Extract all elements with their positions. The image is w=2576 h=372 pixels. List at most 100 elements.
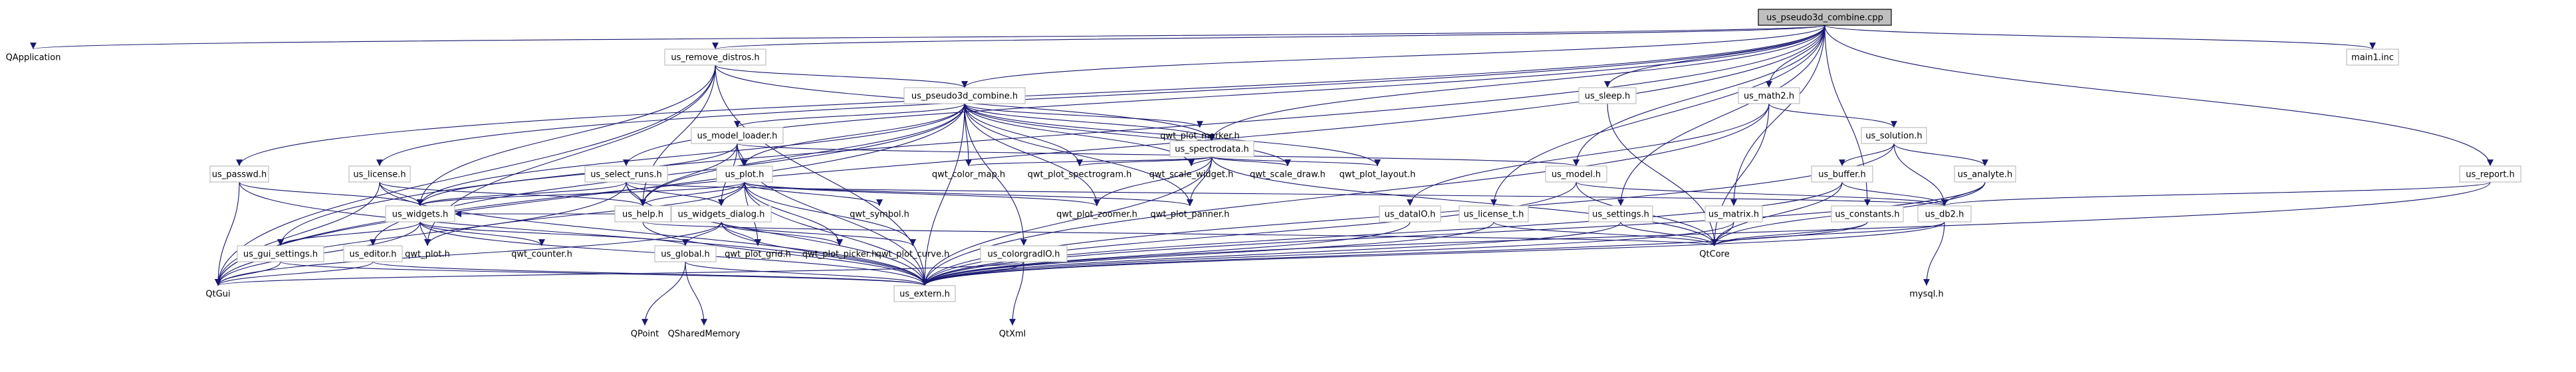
edge-spectro-to-plotlayout bbox=[1211, 156, 1381, 167]
edge-settings-to-qtcore bbox=[1620, 221, 1718, 246]
edge-p3dh-to-plot bbox=[741, 103, 965, 167]
edge-p3dh-to-plotlayout bbox=[964, 103, 1381, 167]
edge-spectro-to-qtcore bbox=[1211, 156, 1718, 246]
node-plotlayout: qwt_plot_layout.h bbox=[1340, 170, 1416, 180]
node-main1[interactable]: main1.inc bbox=[2346, 48, 2399, 66]
edge-loader-to-help bbox=[640, 143, 738, 207]
node-zoomer: qwt_plot_zoomer.h bbox=[1056, 210, 1137, 220]
edge-plot-to-extern bbox=[744, 181, 928, 286]
node-spectrogram: qwt_plot_spectrogram.h bbox=[1028, 170, 1132, 180]
node-box bbox=[671, 205, 772, 223]
edge-plot-to-widgets bbox=[417, 181, 745, 207]
edge-passed-to-widgets bbox=[239, 181, 423, 207]
edge-p3dh-to-panner bbox=[964, 103, 1193, 207]
node-label: qwt_plot_grid.h bbox=[725, 250, 791, 260]
node-label: QPoint bbox=[631, 329, 659, 339]
node-wdialog[interactable]: us_widgets_dialog.h bbox=[671, 205, 772, 223]
node-label: qwt_plot_picker.h bbox=[802, 250, 878, 260]
edge-solution-to-buffer bbox=[1839, 143, 1895, 167]
edge-global-to-extern bbox=[685, 261, 928, 286]
node-box bbox=[1861, 127, 1927, 144]
node-label: QtCore bbox=[1699, 250, 1729, 260]
edge-math2-to-solution bbox=[1768, 103, 1897, 128]
node-box bbox=[2346, 48, 2399, 66]
node-analyte[interactable]: us_analyte.h bbox=[1954, 165, 2016, 183]
node-loader[interactable]: us_model_loader.h bbox=[691, 127, 784, 144]
node-grid: qwt_plot_grid.h bbox=[725, 250, 791, 260]
node-passed[interactable]: us_passwd.h bbox=[209, 165, 269, 183]
edge-remove-to-widgets bbox=[417, 64, 716, 207]
node-label: main1.inc bbox=[2351, 53, 2394, 63]
node-help[interactable]: us_help.h bbox=[614, 205, 671, 223]
edge-remove-to-p3dh bbox=[715, 64, 968, 88]
edge-solution-to-analyte bbox=[1893, 143, 1988, 167]
node-license[interactable]: us_license.h bbox=[348, 165, 411, 183]
node-label: qwt_scale_widget.h bbox=[1149, 170, 1234, 180]
edge-model-to-db2 bbox=[1576, 181, 1948, 207]
node-sleep[interactable]: us_sleep.h bbox=[1578, 87, 1637, 104]
edge-p3dh-to-help bbox=[640, 103, 965, 207]
node-math2[interactable]: us_math2.h bbox=[1738, 87, 1800, 104]
edge-spectro-to-scaledraw bbox=[1211, 156, 1291, 167]
node-select[interactable]: us_select_runs.h bbox=[584, 165, 668, 183]
node-model[interactable]: us_model.h bbox=[1545, 165, 1607, 183]
node-label: us_dataIO.h bbox=[1385, 210, 1436, 220]
node-dataio[interactable]: us_dataIO.h bbox=[1379, 205, 1441, 223]
node-box bbox=[664, 48, 766, 66]
node-box bbox=[1379, 205, 1441, 223]
node-spectro[interactable]: us_spectrodata.h bbox=[1169, 140, 1254, 157]
edge-wdialog-to-extern bbox=[721, 221, 928, 286]
node-settings[interactable]: us_settings.h bbox=[1588, 205, 1653, 223]
node-label: us_matrix.h bbox=[1708, 210, 1759, 220]
node-box bbox=[980, 245, 1068, 262]
node-label: QtGui bbox=[205, 290, 230, 300]
node-label: qwt_plot_spectrogram.h bbox=[1028, 170, 1132, 180]
node-editor[interactable]: us_editor.h bbox=[343, 245, 403, 262]
node-extern[interactable]: us_extern.h bbox=[893, 285, 956, 302]
node-matrix[interactable]: us_matrix.h bbox=[1704, 205, 1763, 223]
edge-loader-to-widgets bbox=[417, 143, 738, 207]
node-label: us_buffer.h bbox=[1818, 170, 1865, 180]
node-global[interactable]: us_global.h bbox=[654, 245, 717, 262]
edge-select-to-widgets bbox=[417, 181, 627, 207]
node-label: qwt_plot_zoomer.h bbox=[1056, 210, 1137, 220]
node-label: us_widgets_dialog.h bbox=[678, 210, 765, 220]
node-remove[interactable]: us_remove_distros.h bbox=[664, 48, 766, 66]
edge-passed-to-extern bbox=[239, 181, 928, 286]
node-qpoint: QPoint bbox=[631, 329, 659, 339]
edge-solution-to-db2 bbox=[1893, 143, 1948, 207]
node-label: us_remove_distros.h bbox=[671, 53, 759, 63]
edge-select-to-qtgui bbox=[215, 181, 627, 286]
node-label: us_analyte.h bbox=[1958, 170, 2012, 180]
node-box bbox=[209, 165, 269, 183]
node-box bbox=[691, 127, 784, 144]
node-p3dh[interactable]: us_pseudo3d_combine.h bbox=[903, 87, 1026, 104]
node-qtxml: QtXml bbox=[999, 329, 1026, 339]
node-label: us_model_loader.h bbox=[697, 132, 778, 141]
node-db2[interactable]: us_db2.h bbox=[1917, 205, 1972, 223]
node-label: us_report.h bbox=[2466, 170, 2515, 180]
edge-matrix-to-extern bbox=[921, 221, 1734, 286]
node-buffer[interactable]: us_buffer.h bbox=[1811, 165, 1873, 183]
edge-root-to-math2 bbox=[1766, 25, 1825, 88]
node-label: qwt_symbol.h bbox=[850, 210, 909, 220]
node-licenset[interactable]: us_license_t.h bbox=[1459, 205, 1529, 223]
node-guisettings[interactable]: us_gui_settings.h bbox=[237, 245, 324, 262]
edge-root-to-model bbox=[1573, 25, 1825, 167]
node-solution[interactable]: us_solution.h bbox=[1861, 127, 1927, 144]
node-widgets[interactable]: us_widgets.h bbox=[385, 205, 455, 223]
node-root[interactable]: us_pseudo3d_combine.cpp bbox=[1758, 9, 1892, 26]
edge-wdialog-to-picker bbox=[721, 221, 843, 246]
node-box bbox=[1459, 205, 1529, 223]
node-label: us_math2.h bbox=[1744, 92, 1794, 102]
node-label: qwt_scale_draw.h bbox=[1250, 170, 1326, 180]
node-label: QtXml bbox=[999, 329, 1026, 339]
node-constants[interactable]: us_constants.h bbox=[1831, 205, 1904, 223]
node-label: us_help.h bbox=[622, 210, 663, 220]
node-report[interactable]: us_report.h bbox=[2459, 165, 2521, 183]
node-colorgrad[interactable]: us_colorgradIO.h bbox=[980, 245, 1068, 262]
node-label: mysql.h bbox=[1909, 290, 1943, 300]
node-plot[interactable]: us_plot.h bbox=[716, 165, 773, 183]
